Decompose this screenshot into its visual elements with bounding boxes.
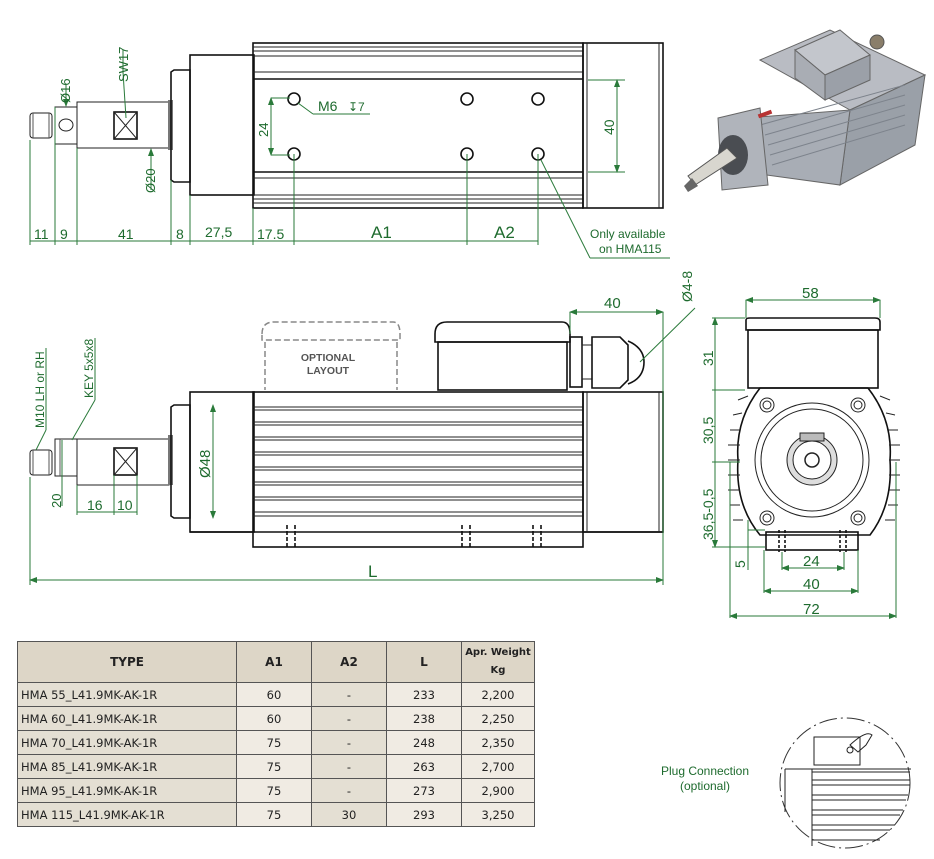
optional-layout-label-1: OPTIONAL xyxy=(301,352,356,364)
shaft-nut xyxy=(29,112,53,139)
cell-a1: 75 xyxy=(236,778,312,803)
dim-shaft-diameter-20: Ø20 xyxy=(143,168,158,193)
dim-a2: A2 xyxy=(494,223,515,242)
cell-weight: 3,250 xyxy=(461,802,535,827)
plug-connection-optional: (optional) xyxy=(679,779,731,793)
header-weight-unit: Kg xyxy=(490,665,506,676)
dim-width-72: 72 xyxy=(803,601,820,618)
cell-weight: 2,250 xyxy=(461,706,535,731)
dim-wrench-size: SW17 xyxy=(116,47,131,82)
cell-a1: 75 xyxy=(236,730,312,755)
cell-l: 248 xyxy=(386,730,462,755)
cell-l: 293 xyxy=(386,802,462,827)
dim-30-5: 30,5 xyxy=(700,417,716,444)
dim-gland-40: 40 xyxy=(604,295,621,312)
cell-a2: 30 xyxy=(311,802,387,827)
dim-foot-40: 40 xyxy=(803,576,820,593)
dim-8: 8 xyxy=(176,226,184,242)
cell-a2: - xyxy=(311,730,387,755)
dim-31: 31 xyxy=(700,350,716,366)
plug-connection-title: Plug Connection xyxy=(660,764,750,778)
note-hma115: on HMA115 xyxy=(599,242,662,256)
cell-type: HMA 70_L41.9MK-AK-1R xyxy=(17,730,237,755)
cell-a1: 75 xyxy=(236,754,312,779)
front-housing xyxy=(189,54,255,196)
rear-cap xyxy=(582,42,664,209)
terminal-box xyxy=(434,321,571,391)
cell-type: HMA 85_L41.9MK-AK-1R xyxy=(17,754,237,779)
cell-type: HMA 55_L41.9MK-AK-1R xyxy=(17,682,237,707)
optional-layout-label-2: LAYOUT xyxy=(307,365,350,377)
front-view: 58 31 30,5 36,5-0,5 5 24 40 72 xyxy=(700,285,900,619)
dim-width-58: 58 xyxy=(802,285,819,302)
plug-connection-detail xyxy=(779,717,911,849)
header-a2: A2 xyxy=(311,641,387,683)
cell-weight: 2,200 xyxy=(461,682,535,707)
cell-l: 273 xyxy=(386,778,462,803)
note-only-available: Only available xyxy=(590,227,666,241)
cell-a2: - xyxy=(311,706,387,731)
cell-a1: 60 xyxy=(236,682,312,707)
side-view: OPTIONAL LAYOUT M10 LH or RH KEY 5x5x8 xyxy=(29,271,696,585)
cell-l: 238 xyxy=(386,706,462,731)
cell-type: HMA 95_L41.9MK-AK-1R xyxy=(17,778,237,803)
cell-weight: 2,700 xyxy=(461,754,535,779)
header-a1: A1 xyxy=(236,641,312,683)
motor-body xyxy=(252,42,584,209)
dim-height-40: 40 xyxy=(601,119,617,135)
header-l: L xyxy=(386,641,462,683)
shaft-collar xyxy=(54,106,78,145)
cell-weight: 2,350 xyxy=(461,730,535,755)
thread-label-m6: M6 xyxy=(318,98,338,114)
dim-diameter-48: Ø48 xyxy=(197,450,214,478)
header-weight-label: Apr. Weight xyxy=(465,647,531,658)
shaft xyxy=(76,101,170,149)
cell-a2: - xyxy=(311,754,387,779)
optional-terminal-box xyxy=(261,321,401,390)
header-type: TYPE xyxy=(17,641,237,683)
cell-type: HMA 115_L41.9MK-AK-1R xyxy=(17,802,237,827)
dim-16: 16 xyxy=(87,497,103,513)
cell-l: 263 xyxy=(386,754,462,779)
dim-hole-spacing-24: 24 xyxy=(256,123,271,137)
dim-9: 9 xyxy=(60,226,68,242)
dim-17-5: 17.5 xyxy=(257,226,284,242)
dim-collar-20: 20 xyxy=(49,494,64,508)
dim-11: 11 xyxy=(34,226,49,242)
dim-41: 41 xyxy=(118,226,134,242)
cell-type: HMA 60_L41.9MK-AK-1R xyxy=(17,706,237,731)
dim-5: 5 xyxy=(732,560,748,568)
cell-l: 233 xyxy=(386,682,462,707)
cell-a2: - xyxy=(311,682,387,707)
motor-3d-render xyxy=(684,29,927,192)
cell-a1: 60 xyxy=(236,706,312,731)
dim-a1: A1 xyxy=(371,223,392,242)
thread-depth: ↧7 xyxy=(348,100,365,114)
cell-a2: - xyxy=(311,778,387,803)
cable-gland xyxy=(569,336,645,389)
top-view: Ø16 SW17 Ø20 11 9 41 8 27,5 17.5 A1 A2 M… xyxy=(29,42,670,259)
thread-spec-m10: M10 LH or RH xyxy=(33,351,47,428)
dim-cable-diameter: Ø4-8 xyxy=(679,271,695,302)
dim-36-5: 36,5-0,5 xyxy=(700,488,716,540)
dim-shaft-diameter-16: Ø16 xyxy=(58,78,73,103)
dim-27-5: 27,5 xyxy=(205,224,232,240)
dim-10: 10 xyxy=(117,497,133,513)
dim-length-l: L xyxy=(368,562,377,581)
cell-a1: 75 xyxy=(236,802,312,827)
cell-weight: 2,900 xyxy=(461,778,535,803)
key-spec: KEY 5x5x8 xyxy=(82,339,96,398)
plug-connection-label: Plug Connection (optional) xyxy=(650,764,760,794)
dim-foot-24: 24 xyxy=(803,553,820,570)
